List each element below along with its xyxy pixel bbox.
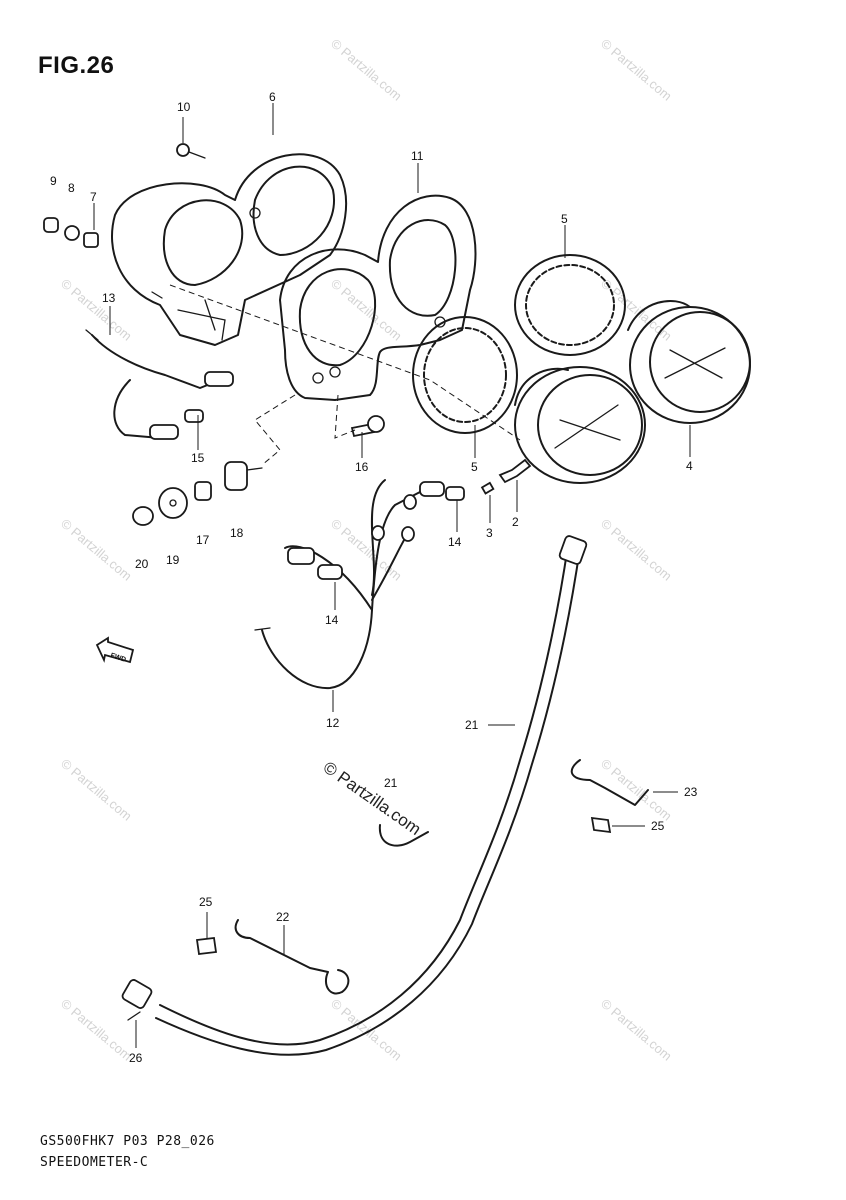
cable-clamp: [378, 824, 429, 847]
center-watermark-stamp: © Partzilla.com: [320, 758, 425, 839]
callout-11: 11: [411, 149, 424, 163]
ring-gasket-upper: [514, 254, 626, 356]
callout-6: 6: [269, 90, 276, 104]
callout-9: 9: [50, 174, 57, 188]
speedometer-gauge: [514, 366, 646, 484]
wire-harness-12: [254, 479, 465, 690]
callout-25-left: 25: [199, 895, 213, 909]
ring-gasket-lower: [412, 316, 518, 434]
watermark: © Partzilla.com: [58, 996, 135, 1064]
grommet-9: [43, 217, 59, 233]
callout-5-lower: 5: [471, 460, 478, 474]
screw-16: [350, 415, 385, 438]
small-screw: [480, 481, 495, 495]
fwd-label: FWD: [109, 652, 126, 664]
callout-20: 20: [135, 557, 149, 571]
callout-2: 2: [512, 515, 519, 529]
watermark: © Partzilla.com: [58, 516, 135, 584]
watermark: © Partzilla.com: [58, 276, 135, 344]
meter-gasket-plate: [279, 194, 477, 401]
callout-21: 21: [465, 718, 479, 732]
washer-8: [64, 225, 80, 241]
nut-7: [83, 232, 99, 248]
callout-16: 16: [355, 460, 369, 474]
speedometer-cable: [121, 535, 588, 1056]
bulb-holder-18: [224, 461, 263, 491]
callout-12: 12: [326, 716, 340, 730]
callout-23: 23: [684, 785, 698, 799]
assembly-guide: [334, 394, 356, 439]
callout-15: 15: [191, 451, 205, 465]
cable-clip-22: [234, 919, 350, 995]
bolt-25-left: [195, 937, 218, 955]
callout-25-right: 25: [651, 819, 665, 833]
watermark: © Partzilla.com: [598, 36, 675, 104]
callout-3: 3: [486, 526, 493, 540]
callout-14-right: 14: [448, 535, 462, 549]
bulb-socket-17: [194, 481, 212, 501]
callout-5-upper: 5: [561, 212, 568, 226]
watermark: © Partzilla.com: [328, 36, 405, 104]
assembly-guide: [254, 394, 296, 466]
callout-numbers: 10 6 9 8 7 11 5 13 15 16 5 4 2 3 14 17 1…: [50, 90, 698, 1065]
cable-clip-23: [570, 759, 649, 806]
callout-8: 8: [68, 181, 75, 195]
callout-26: 26: [129, 1051, 143, 1065]
callout-leaders: [93, 103, 691, 1048]
screw-10: [176, 143, 206, 159]
watermark: © Partzilla.com: [328, 996, 405, 1064]
forward-arrow-icon: FWD: [95, 636, 135, 664]
watermark: © Partzilla.com: [598, 516, 675, 584]
callout-18: 18: [230, 526, 244, 540]
meter-case-lower: [111, 153, 347, 346]
washer-19: [158, 487, 188, 519]
tachometer-gauge: [627, 300, 751, 424]
callout-19: 19: [166, 553, 180, 567]
figure-title: FIG.26: [38, 52, 115, 79]
callout-10: 10: [177, 100, 191, 114]
figure-caption: SPEEDOMETER-C: [40, 1155, 149, 1170]
callout-21-center: 21: [384, 776, 398, 790]
assembly-guide: [169, 284, 521, 441]
cap-20: [132, 506, 154, 526]
callout-13: 13: [102, 291, 116, 305]
gauge-pin: [498, 458, 532, 484]
callout-14-left: 14: [325, 613, 339, 627]
watermark: © Partzilla.com: [598, 996, 675, 1064]
callout-7: 7: [90, 190, 97, 204]
figure-code: GS500FHK7 P03 P28_026: [40, 1134, 215, 1149]
callout-17: 17: [196, 533, 210, 547]
wire-harness-13: [85, 329, 234, 440]
bolt-25-right: [590, 816, 612, 834]
watermark: © Partzilla.com: [58, 756, 135, 824]
callout-22: 22: [276, 910, 290, 924]
callout-4: 4: [686, 459, 693, 473]
